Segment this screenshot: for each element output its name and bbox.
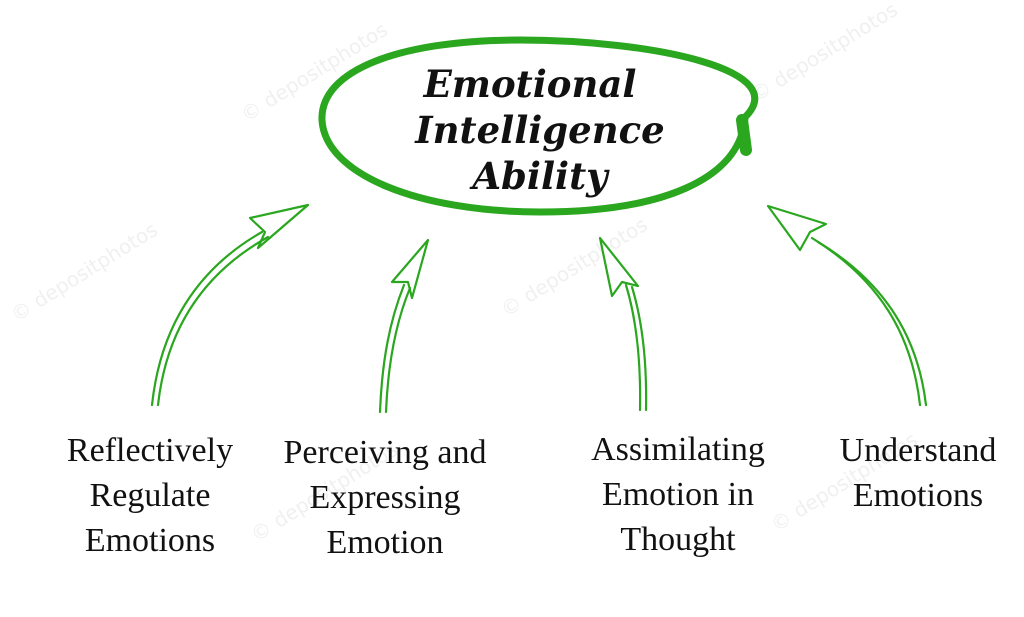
branch-label-line: Emotions <box>84 522 216 559</box>
arrow-regulate <box>150 203 310 407</box>
center-ellipse-tail <box>736 114 752 156</box>
branch-label-line: Thought <box>620 521 736 558</box>
branch-label-line: Understand <box>839 432 997 469</box>
center-title-line: Intelligence <box>415 108 665 152</box>
arrow-assimilating <box>598 236 648 412</box>
branch-label-line: Regulate <box>89 477 211 514</box>
branch-label-line: Assimilating <box>591 431 765 468</box>
branch-label-assimilating: Assimilating Emotion in Thought <box>568 427 788 562</box>
branch-label-understand: Understand Emotions <box>818 428 1018 518</box>
center-ellipse <box>318 36 759 216</box>
branch-label-regulate: Reflectively Regulate Emotions <box>40 428 260 563</box>
branch-label-line: Emotions <box>852 477 984 514</box>
branch-label-line: Reflectively <box>66 432 234 469</box>
arrow-perceiving <box>378 238 430 414</box>
branch-label-line: Emotion in <box>601 476 755 513</box>
branch-label-perceiving: Perceiving and Expressing Emotion <box>270 430 500 565</box>
branch-label-line: Emotion <box>326 524 444 561</box>
branch-label-line: Perceiving and <box>283 434 487 471</box>
arrow-understand <box>766 204 928 407</box>
center-title-line: Ability <box>472 154 608 198</box>
branch-label-line: Expressing <box>309 479 461 516</box>
center-title-line: Emotional <box>423 62 637 106</box>
